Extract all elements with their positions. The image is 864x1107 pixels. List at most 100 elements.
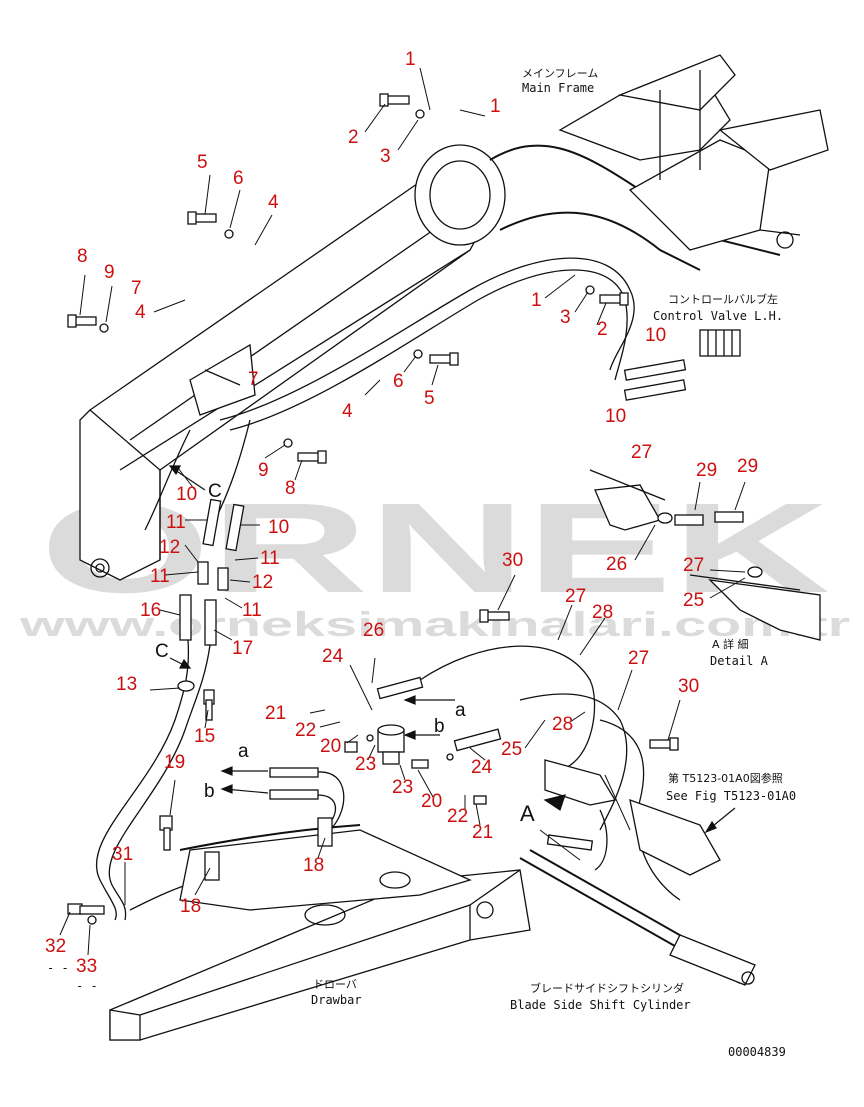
callout-label: 10 bbox=[645, 325, 666, 346]
main-frame-label-en: Main Frame bbox=[522, 81, 594, 95]
control-valve-body bbox=[699, 329, 741, 357]
callout-label: 15 bbox=[194, 726, 215, 747]
callout-label: 32 bbox=[45, 936, 66, 957]
callout-label: 2 bbox=[597, 319, 608, 340]
callout-label: 26 bbox=[363, 620, 384, 641]
callout-label: 12 bbox=[159, 537, 180, 558]
cylinder-label-en: Blade Side Shift Cylinder bbox=[510, 998, 691, 1012]
main-frame-drawing bbox=[79, 54, 829, 646]
callout-label: 27 bbox=[683, 555, 704, 576]
ref-letter-c-lower: C bbox=[155, 641, 169, 662]
watermark-brand: ÖRNEK bbox=[40, 477, 830, 620]
callout-label: 11 bbox=[242, 600, 262, 621]
callout-label: 31 bbox=[112, 844, 133, 865]
callout-label: 26 bbox=[606, 554, 627, 575]
detail-a-label-jp: A 詳 細 bbox=[712, 637, 749, 651]
control-valve-label-jp: コントロールバルブ左 bbox=[668, 292, 778, 306]
control-valve-label-en: Control Valve L.H. bbox=[653, 309, 783, 323]
callout-label: 11 bbox=[260, 548, 280, 569]
see-fig-label-jp: 第 T5123-01A0図参照 bbox=[668, 771, 783, 785]
callout-label: 5 bbox=[424, 388, 435, 409]
callout-label: 5 bbox=[197, 152, 208, 173]
drawing-number: 00004839 bbox=[728, 1045, 786, 1059]
callout-label: 7 bbox=[131, 278, 142, 299]
ref-letter-a-upper: a bbox=[455, 700, 466, 721]
main-frame-label-jp: メインフレーム bbox=[522, 67, 598, 80]
ref-letter-a-lower: a bbox=[238, 741, 249, 762]
callout-label: 11 bbox=[150, 566, 170, 587]
watermark: ÖRNEK www.orneksimakinalari.com.tr bbox=[18, 462, 850, 644]
callout-label: 9 bbox=[104, 262, 115, 283]
callout-label: 27 bbox=[565, 586, 586, 607]
callout-label: 3 bbox=[380, 146, 391, 167]
see-fig-label-en: See Fig T5123-01A0 bbox=[666, 789, 796, 803]
dash-marker-32: - - bbox=[47, 961, 69, 975]
callout-label: 10 bbox=[268, 517, 289, 538]
callout-label: 25 bbox=[683, 590, 704, 611]
callout-label: 10 bbox=[176, 484, 197, 505]
ref-letter-b-upper: b bbox=[434, 716, 445, 737]
reference-arrows bbox=[168, 465, 736, 834]
callout-label: 17 bbox=[232, 638, 253, 659]
callout-label: 1 bbox=[531, 290, 542, 311]
callout-label: 10 bbox=[605, 406, 626, 427]
callout-label: 23 bbox=[392, 777, 413, 798]
callout-label: 29 bbox=[737, 456, 758, 477]
callout-label: 22 bbox=[447, 806, 468, 827]
callout-label: 33 bbox=[76, 956, 97, 977]
callout-label: 7 bbox=[248, 369, 259, 390]
callout-label: 30 bbox=[678, 676, 699, 697]
ref-letter-A: A bbox=[520, 801, 535, 826]
callout-label: 6 bbox=[393, 371, 404, 392]
callout-label: 8 bbox=[285, 478, 296, 499]
callout-label: 28 bbox=[592, 602, 613, 623]
callout-numbers: 1 1 2 3 5 6 4 8 9 7 4 1 3 2 10 6 5 4 10 … bbox=[45, 49, 758, 977]
callout-label: 28 bbox=[552, 714, 573, 735]
component-labels: メインフレーム Main Frame コントロールバルブ左 Control Va… bbox=[47, 67, 796, 1059]
callout-label: 27 bbox=[631, 442, 652, 463]
callout-label: 1 bbox=[405, 49, 416, 70]
drawbar-drawing bbox=[109, 817, 531, 1041]
cylinder-label-jp: ブレードサイドシフトシリンダ bbox=[530, 981, 684, 995]
callout-label: 18 bbox=[180, 896, 201, 917]
valve-assembly-drawing bbox=[344, 676, 502, 769]
callout-label: 19 bbox=[164, 752, 185, 773]
callout-label: 29 bbox=[696, 460, 717, 481]
drawbar-label-jp: ドローバ bbox=[313, 978, 357, 991]
callout-label: 21 bbox=[472, 822, 493, 843]
detail-a-label-en: Detail A bbox=[710, 654, 769, 668]
fasteners bbox=[67, 93, 679, 925]
ref-letter-b-lower: b bbox=[204, 781, 215, 802]
callout-label: 8 bbox=[77, 246, 88, 267]
cylinder-drawing bbox=[519, 759, 756, 986]
callout-label: 20 bbox=[421, 791, 442, 812]
callout-label: 1 bbox=[490, 96, 501, 117]
drawbar-label-en: Drawbar bbox=[311, 993, 362, 1007]
watermark-url: www.orneksimakinalari.com.tr bbox=[18, 606, 850, 644]
callout-label: 6 bbox=[233, 168, 244, 189]
callout-label: 30 bbox=[502, 550, 523, 571]
callout-label: 12 bbox=[252, 572, 273, 593]
callout-label: 2 bbox=[348, 127, 359, 148]
callout-label: 23 bbox=[355, 754, 376, 775]
callout-label: 24 bbox=[471, 757, 493, 778]
callout-label: 27 bbox=[628, 648, 649, 669]
callout-label: 16 bbox=[140, 600, 161, 621]
callout-label: 4 bbox=[342, 401, 353, 422]
callout-label: 22 bbox=[295, 720, 316, 741]
callout-label: 21 bbox=[265, 703, 286, 724]
callout-label: 24 bbox=[322, 646, 344, 667]
dash-marker-33: - - bbox=[76, 979, 98, 993]
callout-label: 20 bbox=[320, 736, 341, 757]
callout-label: 18 bbox=[303, 855, 324, 876]
callout-label: 4 bbox=[268, 192, 279, 213]
leader-lines bbox=[59, 67, 746, 956]
callout-label: 13 bbox=[116, 674, 137, 695]
callout-label: 9 bbox=[258, 460, 269, 481]
callout-label: 4 bbox=[135, 302, 146, 323]
ref-letter-c-upper: C bbox=[208, 481, 222, 502]
callout-label: 11 bbox=[166, 512, 186, 533]
callout-label: 3 bbox=[560, 307, 571, 328]
detail-a-drawing bbox=[589, 469, 821, 641]
